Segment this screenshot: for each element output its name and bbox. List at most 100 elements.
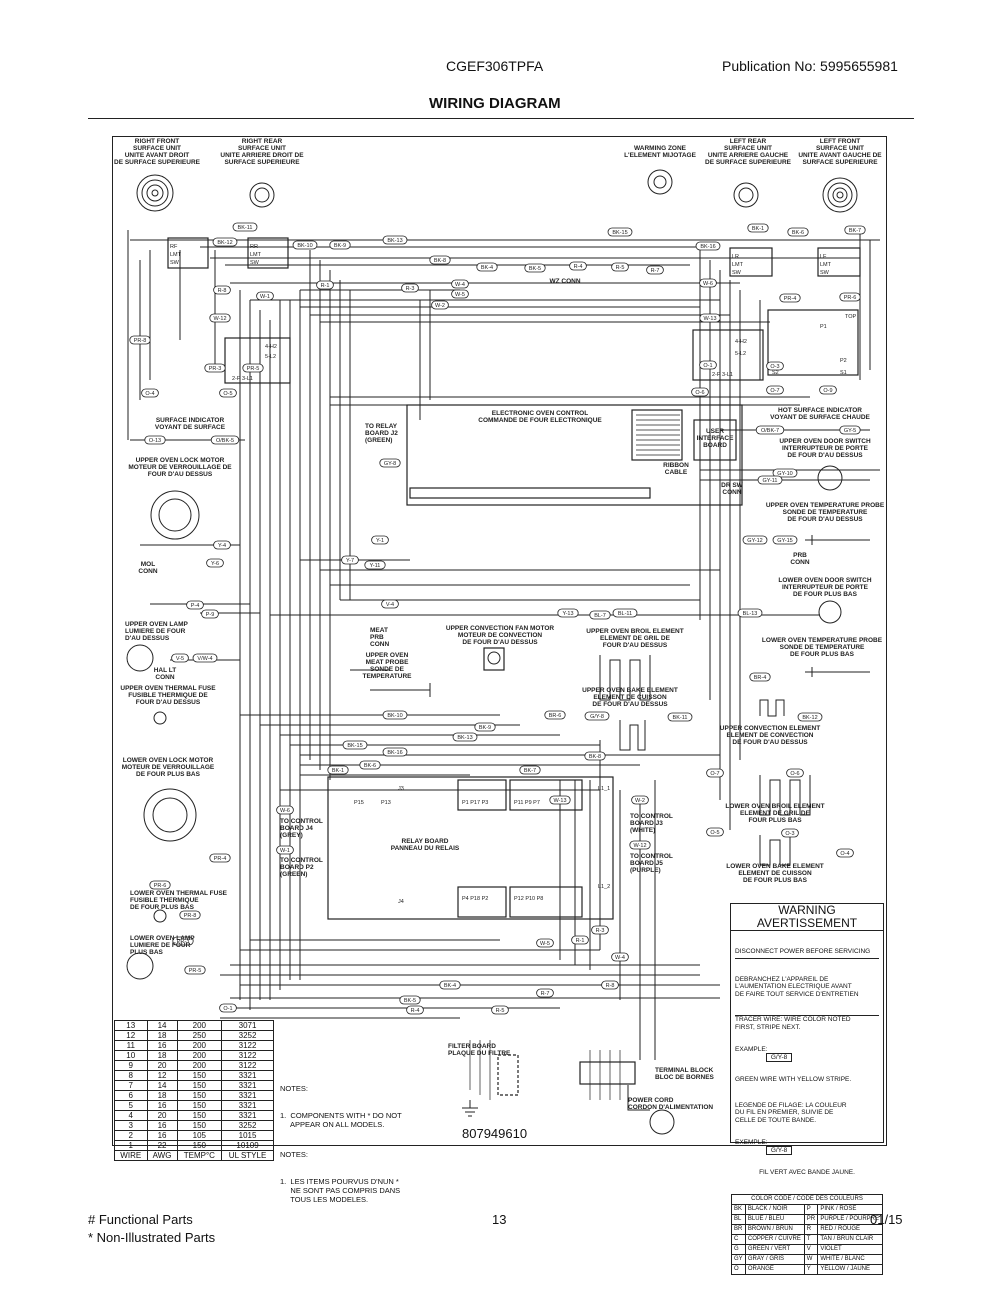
svg-text:Y-4: Y-4 (218, 543, 226, 549)
label-to-relay-j2: (GREEN) (365, 437, 392, 444)
wiring-harness (127, 230, 880, 1100)
label-wz-conn: WZ CONN (549, 278, 580, 285)
wire-tag: BK-7 (519, 765, 541, 775)
svg-text:R-7: R-7 (651, 268, 660, 274)
wire-tag: BK-10 (292, 240, 318, 250)
label-dr-sw-conn: CONN (722, 489, 741, 496)
svg-text:R-7: R-7 (541, 991, 550, 997)
svg-text:P1: P1 (820, 324, 827, 330)
svg-text:Y-1: Y-1 (376, 538, 384, 544)
svg-text:BR-6: BR-6 (549, 713, 562, 719)
warming-zone (647, 169, 673, 195)
svg-text:BL-11: BL-11 (618, 611, 632, 617)
wire-tag: O/BK-5 (210, 435, 240, 445)
wire-tag: Y-6 (206, 558, 224, 568)
svg-text:W-1: W-1 (280, 848, 290, 854)
label-rf-unit: SURFACE UNIT (133, 145, 181, 152)
diagram-frame (112, 136, 887, 1146)
wire-tag: BK-7 (844, 225, 866, 235)
warning-title-fr: AVERTISSEMENT (731, 917, 883, 931)
svg-text:BK-11: BK-11 (238, 225, 253, 231)
label-lr-unit: DE SURFACE SUPERIEURE (705, 159, 792, 166)
label-lower-lock: MOTEUR DE VERROUILLAGE (122, 764, 215, 771)
wire-tag: O-6 (691, 387, 709, 397)
svg-text:L1_1: L1_1 (598, 786, 610, 792)
wire-tag: W-12 (629, 840, 651, 850)
wire-tag: O-5 (219, 388, 237, 398)
label-lf-unit: LEFT FRONT (820, 138, 860, 145)
label-lower-fuse: DE FOUR PLUS BAS (130, 904, 195, 911)
label-to-ctrl-j2: BOARD P2 (280, 864, 314, 871)
svg-text:SW: SW (250, 260, 260, 266)
wire-tag: BK-12 (212, 237, 238, 247)
upper-conv-element (759, 699, 785, 717)
svg-text:5-L2: 5-L2 (265, 354, 276, 360)
ground-symbol (462, 1100, 478, 1117)
svg-text:PR-5: PR-5 (189, 968, 202, 974)
wire-tag: BL-13 (737, 608, 763, 618)
svg-text:TOP: TOP (845, 314, 857, 320)
svg-text:GY-15: GY-15 (777, 538, 792, 544)
label-upper-bake: UPPER OVEN BAKE ELEMENT (582, 687, 678, 694)
label-upper-lock: FOUR D'AU DESSUS (148, 471, 213, 478)
wire-tag: PR-5 (242, 363, 264, 373)
color-code-title: COLOR CODE / CODE DES COULEURS (731, 1193, 883, 1205)
svg-text:W-4: W-4 (615, 955, 625, 961)
label-power-cord: CORDON D'ALIMENTATION (628, 1104, 713, 1111)
wire-tag: W-13 (549, 795, 571, 805)
label-lr-unit: SURFACE UNIT (724, 145, 772, 152)
label-lf-unit: SURFACE SUPERIEURE (802, 159, 878, 166)
svg-text:W-5: W-5 (540, 941, 550, 947)
label-conv-fan: DE FOUR D'AU DESSUS (462, 639, 538, 646)
label-lf-unit: UNITE AVANT GAUCHE DE (798, 152, 882, 159)
wire-tag: V-4 (381, 599, 399, 609)
label-surface-indicator: VOYANT DE SURFACE (155, 424, 226, 431)
page-number: 13 (492, 1212, 507, 1227)
wire-tag: R-3 (591, 925, 609, 935)
wire-tag: PR-4 (209, 853, 231, 863)
label-hot-surface: HOT SURFACE INDICATOR (778, 407, 862, 414)
label-upper-bake: DE FOUR D'AU DESSUS (592, 701, 668, 708)
wire-tag: BK-16 (382, 747, 408, 757)
right-front-surface-unit (136, 174, 174, 212)
svg-text:R-4: R-4 (574, 264, 583, 270)
wire-tag: Y-13 (557, 608, 579, 618)
svg-text:BK-8: BK-8 (434, 258, 446, 264)
svg-text:P12 P10 P8: P12 P10 P8 (514, 896, 543, 902)
wire-tag: BK-13 (452, 732, 478, 742)
svg-text:LMT: LMT (732, 262, 744, 268)
warning-line-1: DISCONNECT POWER BEFORE SERVICING (735, 948, 879, 959)
svg-text:4-H2: 4-H2 (265, 344, 277, 350)
svg-text:O-3: O-3 (770, 364, 779, 370)
label-to-ctrl-j2: TO CONTROL (280, 857, 323, 864)
svg-text:BK-1: BK-1 (752, 226, 764, 232)
svg-text:BK-10: BK-10 (387, 713, 402, 719)
notes-heading-en: NOTES: (280, 1084, 308, 1093)
label-surface-indicator: SURFACE INDICATOR (156, 417, 225, 424)
label-lower-bake: LOWER OVEN BAKE ELEMENT (726, 863, 824, 870)
wire-tag: BK-6 (787, 227, 809, 237)
wire-tag: W-6 (699, 278, 717, 288)
label-upper-door-sw: UPPER OVEN DOOR SWITCH (779, 438, 871, 445)
wire-tag: W-12 (209, 313, 231, 323)
right-rear-surface-unit (249, 182, 275, 208)
lower-broil-element (759, 775, 811, 816)
wire-tag: PR-6 (839, 292, 861, 302)
svg-text:O-4: O-4 (840, 851, 849, 857)
label-lr-unit: LEFT REAR (730, 138, 767, 145)
svg-text:LMT: LMT (820, 262, 832, 268)
svg-text:P13: P13 (381, 800, 391, 806)
wire-tag: W-2 (631, 795, 649, 805)
wire-tag: O-5 (706, 827, 724, 837)
wire-tag: O-6 (786, 768, 804, 778)
svg-text:GY-11: GY-11 (763, 478, 778, 484)
label-lower-broil: LOWER OVEN BROIL ELEMENT (725, 803, 824, 810)
label-filter-board: PLAQUE DU FILTRE (448, 1050, 511, 1057)
upper-lock-motor (150, 490, 200, 540)
